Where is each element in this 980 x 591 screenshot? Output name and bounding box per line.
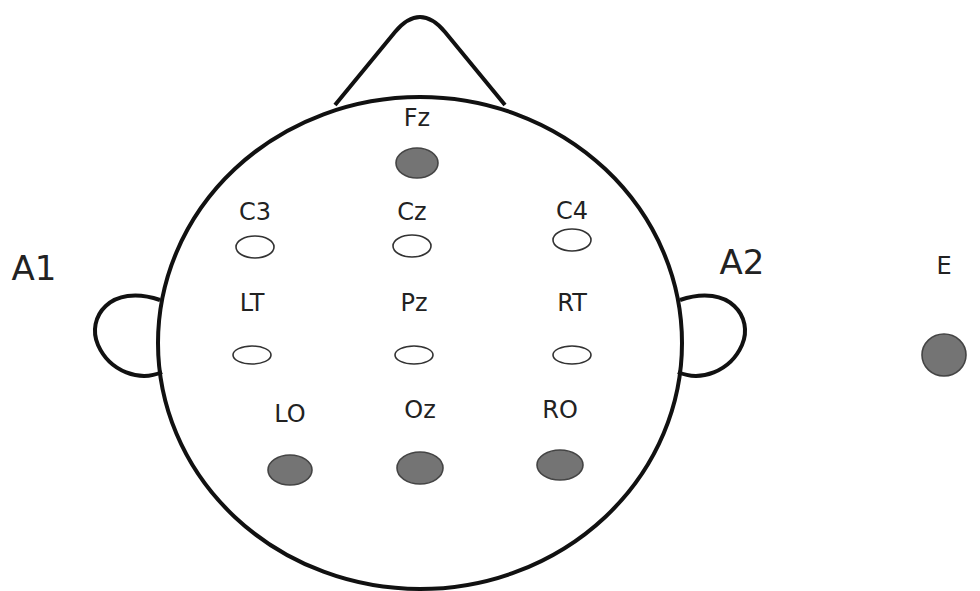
electrode-label: Fz [392, 104, 442, 132]
electrode-site: LT [229, 289, 275, 367]
electrode-site: RT [549, 289, 595, 367]
electrode-marker [549, 343, 595, 367]
nose-outline [335, 17, 505, 105]
filled-electrode [397, 452, 443, 484]
electrode-marker [229, 343, 275, 367]
electrode-site: C4 [549, 197, 595, 254]
electrode-label: LO [264, 400, 316, 428]
open-electrode [393, 235, 431, 257]
right-ear [678, 296, 745, 376]
electrode-marker [393, 449, 447, 487]
electrode-marker [549, 226, 595, 254]
filled-electrode [922, 334, 966, 376]
electrode-marker [389, 232, 435, 260]
active-electrode: Oz [393, 396, 447, 487]
head-outline [158, 97, 682, 589]
electrode-marker [264, 452, 316, 488]
electrode-label: Cz [389, 198, 435, 226]
open-electrode [553, 229, 591, 251]
open-electrode [395, 346, 433, 364]
electrode-site: Cz [389, 198, 435, 260]
ear-reference-label: A2 [720, 243, 765, 281]
electrode-label: C4 [549, 197, 595, 225]
electrode-label: RO [533, 396, 587, 424]
electrode-label: RT [549, 289, 595, 317]
electrode-label: E [918, 252, 970, 280]
open-electrode [553, 346, 591, 364]
electrode-label: LT [229, 289, 275, 317]
electrode-label: C3 [232, 198, 278, 226]
filled-electrode [396, 148, 438, 178]
filled-electrode [537, 450, 583, 480]
electrode-label: Pz [391, 289, 437, 317]
active-electrode: RO [533, 396, 587, 483]
active-electrode: Fz [392, 104, 442, 181]
active-electrode: E [918, 252, 970, 379]
electrode-marker [232, 233, 278, 261]
electrode-marker [533, 447, 587, 483]
open-electrode [236, 236, 274, 258]
open-electrode [233, 346, 271, 364]
ear-reference-label: A1 [12, 249, 57, 287]
electrode-marker [392, 145, 442, 181]
left-ear [95, 296, 162, 376]
active-electrode: LO [264, 400, 316, 488]
electrode-site: C3 [232, 198, 278, 261]
electrode-marker [391, 343, 437, 367]
electrode-label: Oz [393, 396, 447, 424]
electrode-site: Pz [391, 289, 437, 367]
filled-electrode [268, 455, 312, 485]
electrode-marker [918, 331, 970, 379]
